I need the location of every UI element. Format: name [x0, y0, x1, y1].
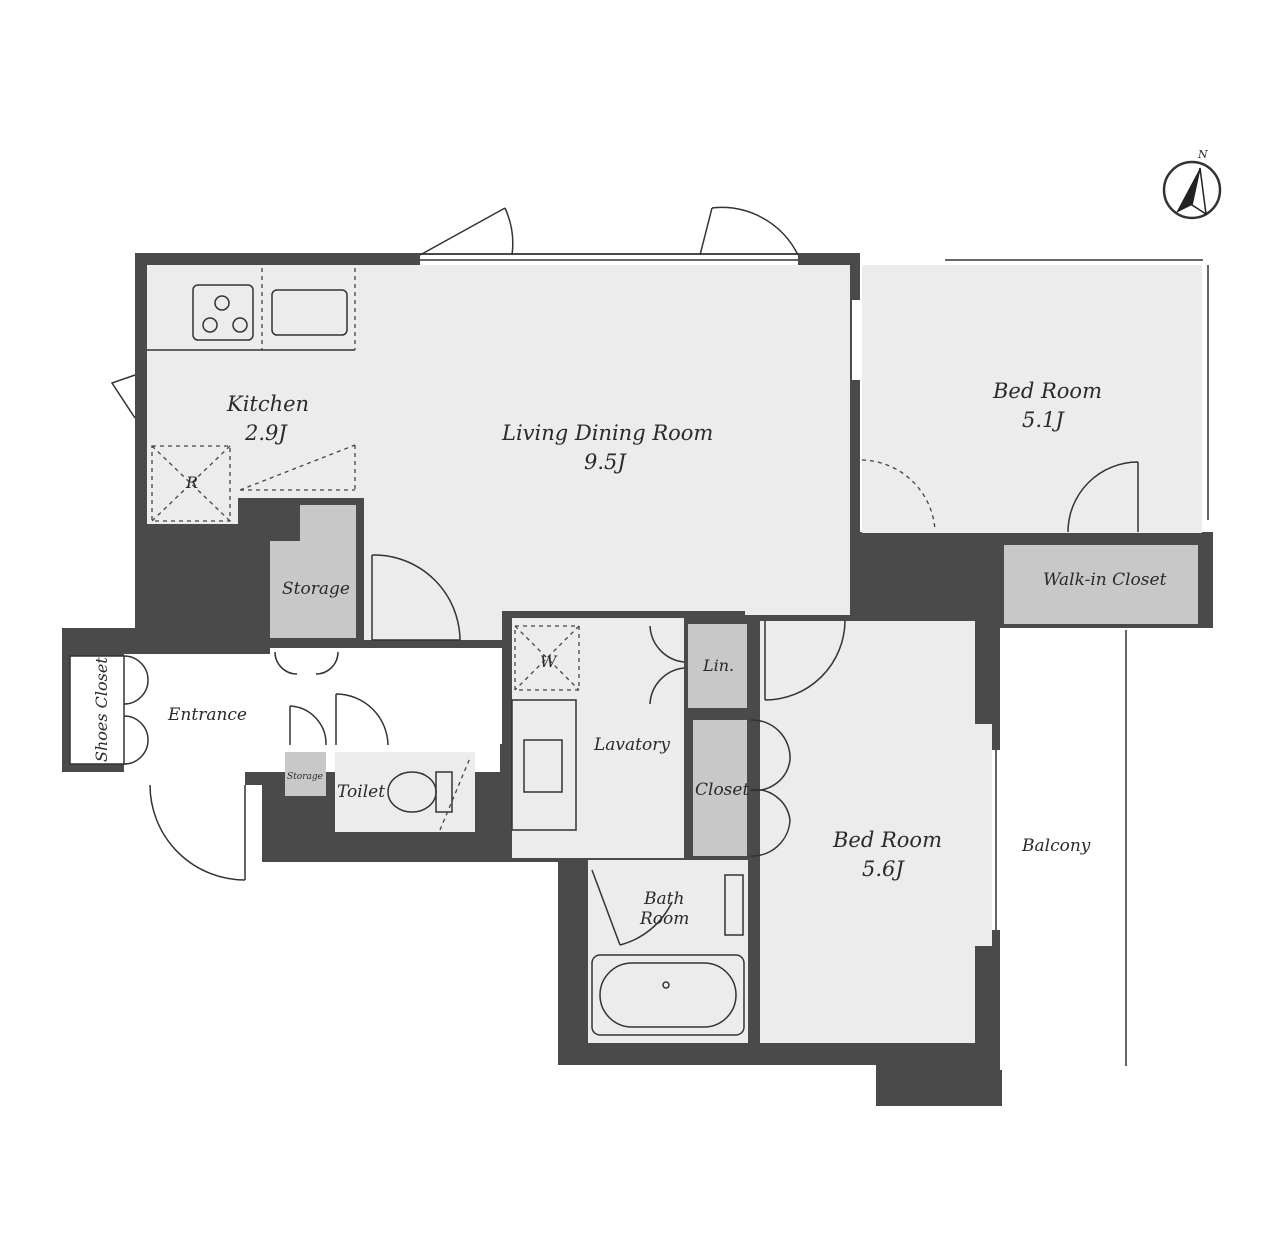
kitchen-label: Kitchen: [226, 392, 309, 416]
small-storage-label: Storage: [287, 772, 323, 782]
room-labels: Kitchen 2.9J R Living Dining Room 9.5J B…: [92, 379, 1167, 929]
sink-icon: [271, 289, 348, 336]
compass-icon: [1162, 160, 1222, 220]
floor-areas: [124, 265, 1202, 1066]
closet-block: [693, 720, 747, 856]
storage-room: [270, 505, 356, 638]
bedroom1-size: 5.1J: [1022, 408, 1065, 432]
bathtub-icon: [591, 954, 745, 1036]
small-storage: [285, 752, 326, 796]
shoes-closet-box: [70, 656, 124, 764]
faucet-icon: [724, 874, 744, 936]
kitchen-size: 2.9J: [244, 421, 288, 445]
fridge-label: R: [185, 473, 198, 492]
bedroom2-size: 5.6J: [862, 857, 905, 881]
washer-label: W: [540, 652, 558, 671]
doors: [110, 206, 1139, 946]
washer-icon: [514, 625, 580, 691]
toilet-label: Toilet: [337, 782, 385, 802]
north-label: N: [1197, 148, 1208, 161]
shoes-closet-label: Shoes Closet: [92, 657, 111, 762]
storage-label: Storage: [282, 579, 350, 599]
storage-blocks: [69, 505, 1198, 856]
living-size: 9.5J: [584, 450, 627, 474]
balcony-label: Balcony: [1021, 836, 1091, 856]
washbasin-icon: [511, 699, 577, 831]
bedroom2-label: Bed Room: [832, 828, 942, 852]
fridge-icon: [151, 445, 231, 522]
bath-label-line2: Room: [639, 909, 689, 929]
linen-closet: [688, 624, 747, 708]
windows: [420, 255, 1213, 1066]
bath-label-line1: Bath: [643, 889, 684, 909]
walk-in-closet: [1004, 545, 1198, 624]
entrance-label: Entrance: [167, 705, 247, 725]
lavatory-label: Lavatory: [593, 735, 670, 755]
fixtures: [147, 268, 745, 1036]
compass: N: [1162, 148, 1222, 220]
north-arrow-icon: [1176, 168, 1200, 213]
stove-icon: [192, 284, 254, 341]
bedroom1-label: Bed Room: [992, 379, 1102, 403]
living-label: Living Dining Room: [501, 421, 713, 445]
walkin-label: Walk-in Closet: [1043, 570, 1167, 590]
closet-label: Closet: [695, 780, 749, 800]
linen-label: Lin.: [702, 656, 734, 675]
